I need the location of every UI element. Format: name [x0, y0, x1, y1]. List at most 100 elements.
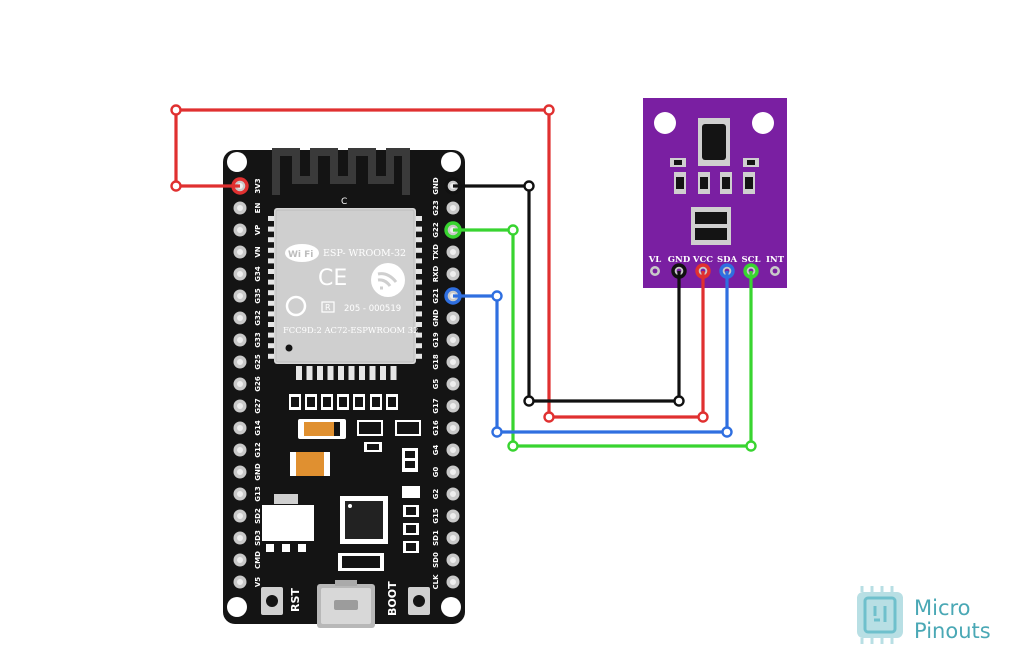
- boot-button[interactable]: [408, 587, 430, 615]
- mount-hole: [441, 152, 461, 172]
- transistor: [395, 420, 421, 436]
- pin-hole: [772, 268, 778, 274]
- esp-wroom-module: Wi Fi ESP- WROOM-32 CE R 205 - 000519 FC…: [274, 208, 418, 364]
- module-pad: [268, 247, 274, 253]
- pin-label: G25: [254, 354, 262, 370]
- pin-label: G21: [432, 288, 440, 304]
- pin-hole: [237, 249, 243, 255]
- sensor-pin-label-vcc: VCC: [692, 255, 713, 265]
- module-pad: [416, 300, 422, 306]
- sensor-pin-label-gnd: GND: [668, 255, 691, 265]
- module-pad: [268, 269, 274, 274]
- module-title: ESP- WROOM-32: [323, 248, 406, 259]
- pin-label: CMD: [254, 551, 262, 569]
- pin-hole: [237, 579, 243, 585]
- pin-label: G19: [432, 332, 440, 348]
- pin-label: G22: [432, 222, 440, 238]
- pin-label: G35: [254, 288, 262, 304]
- pin-label: G0: [432, 467, 440, 478]
- module-pad: [416, 237, 422, 243]
- module-pad: [268, 279, 274, 285]
- pin-label: V5: [254, 577, 262, 587]
- pin-hole: [237, 447, 243, 453]
- pin-label: SD3: [254, 530, 262, 546]
- pin-hole: [652, 268, 658, 274]
- pin-hole: [450, 579, 456, 585]
- pin-hole: [450, 249, 456, 255]
- pin-label: TXD: [432, 244, 440, 260]
- pin-hole: [450, 447, 456, 453]
- pin-label: G23: [432, 200, 440, 216]
- pin-hole: [237, 227, 243, 233]
- pin-label: G2: [432, 489, 440, 500]
- module-pad: [416, 343, 422, 349]
- wires: [170, 104, 759, 452]
- pin-hole: [450, 403, 456, 409]
- module-pad: [268, 353, 274, 359]
- pin-hole: [237, 469, 243, 475]
- pin-label: SD0: [432, 552, 440, 568]
- transistor: [357, 420, 383, 436]
- pin-hole: [450, 315, 456, 321]
- reg-mark-icon: [321, 301, 335, 313]
- module-pad: [268, 343, 274, 349]
- pin-hole: [450, 425, 456, 431]
- wire-junctions: [170, 104, 757, 452]
- pin-hole: [237, 205, 243, 211]
- pin-label: VN: [254, 246, 262, 257]
- pin-label: RXD: [432, 266, 440, 283]
- mount-hole: [654, 112, 676, 134]
- pin-hole: [450, 535, 456, 541]
- module-pad: [268, 290, 274, 296]
- module-pad: [416, 226, 422, 232]
- module-pad: [268, 226, 274, 232]
- module-pad: [317, 366, 323, 380]
- module-pad: [416, 269, 422, 274]
- micro-usb-port[interactable]: [317, 580, 375, 628]
- brand-line1: Micro: [914, 596, 971, 620]
- mount-hole: [441, 597, 461, 617]
- pin-hole: [450, 513, 456, 519]
- ce-mark-icon: CE: [318, 266, 347, 291]
- pin-hole: [450, 205, 456, 211]
- pin1-dot: [285, 344, 293, 352]
- pin-label: G15: [432, 508, 440, 524]
- pin-hole: [237, 491, 243, 497]
- pin-label: EN: [254, 203, 262, 214]
- pin-hole: [450, 381, 456, 387]
- module-pad: [416, 353, 422, 359]
- module-fcc: FCC9D:2 AC72-ESPWROOM 32: [283, 325, 418, 335]
- wifi-logo-icon: [285, 244, 319, 262]
- module-letter: C: [341, 197, 347, 207]
- module-pad: [268, 237, 274, 243]
- pin-label: G33: [254, 332, 262, 348]
- left-pin-header: 3V3ENVPVNG34G35G32G33G25G26G27G14G12GNDG…: [233, 178, 262, 589]
- sensor-pin-label-int: INT: [766, 255, 785, 265]
- pin-hole: [450, 469, 456, 475]
- pin-label: GND: [432, 177, 440, 195]
- pin-label: G34: [254, 266, 262, 282]
- pin-hole: [237, 513, 243, 519]
- right-pin-header: GNDG23G22TXDRXDG21GNDG19G18G5G17G16G4G0G…: [432, 177, 460, 590]
- wifi-logo-text: Wi Fi: [288, 250, 313, 260]
- pin-hole: [237, 293, 243, 299]
- pin-hole: [450, 359, 456, 365]
- module-pad: [416, 247, 422, 253]
- pin-label: SD1: [432, 530, 440, 546]
- pin-label: 3V3: [254, 178, 262, 193]
- pin-label: G16: [432, 420, 440, 436]
- pin-label: G14: [254, 420, 262, 436]
- pin-label: G32: [254, 310, 262, 326]
- module-pad: [416, 322, 422, 327]
- module-pad: [268, 258, 274, 264]
- smd-resistor-column: [403, 505, 419, 553]
- pin-label: G17: [432, 398, 440, 414]
- esp32-board: C Wi Fi ESP- WROOM-32 CE R 205 - 000519 …: [223, 148, 465, 628]
- module-pad: [268, 322, 274, 327]
- pin-label: VP: [254, 225, 262, 236]
- fcc-logo-icon: [285, 295, 307, 317]
- rst-button[interactable]: [261, 587, 283, 615]
- pin-label: G5: [432, 379, 440, 390]
